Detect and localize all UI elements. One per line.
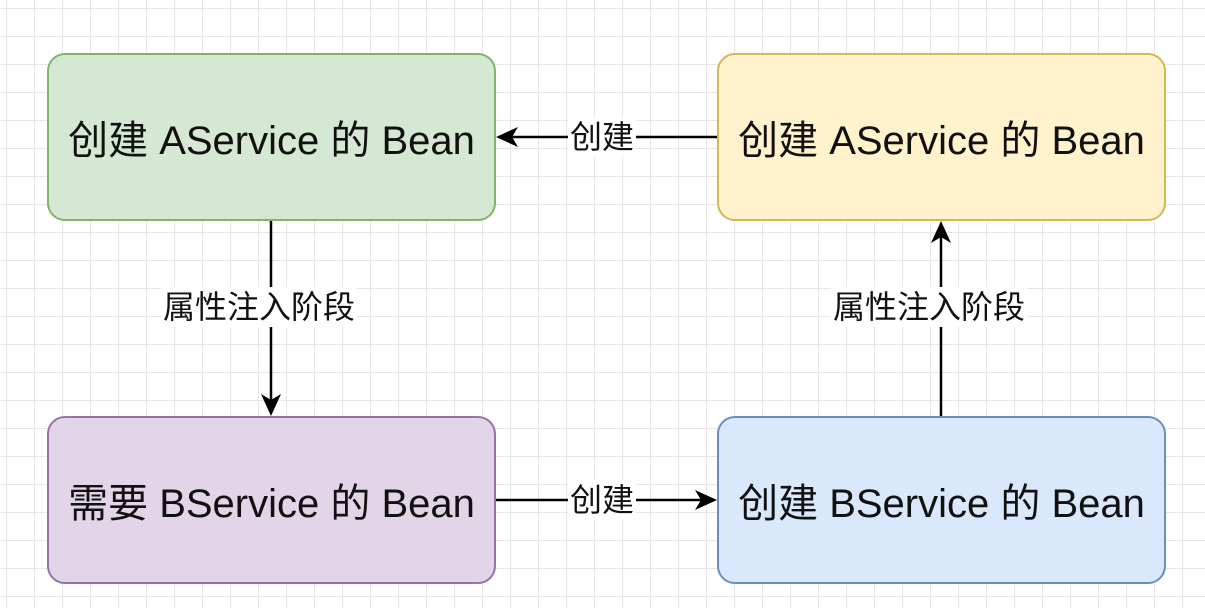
edge-label-top: 创建 (568, 117, 637, 157)
node-label: 创建 BService 的 Bean (738, 482, 1145, 526)
node-label: 创建 AService 的 Bean (738, 119, 1145, 163)
edge-label-right: 属性注入阶段 (831, 287, 1028, 327)
node-create-bservice[interactable]: 创建 BService 的 Bean (717, 416, 1166, 584)
edge-label-left: 属性注入阶段 (161, 287, 358, 327)
node-label: 需要 BService 的 Bean (68, 482, 475, 526)
node-label: 创建 AService 的 Bean (68, 119, 475, 163)
node-create-aservice-green[interactable]: 创建 AService 的 Bean (47, 53, 496, 221)
node-create-aservice-yellow[interactable]: 创建 AService 的 Bean (717, 53, 1166, 221)
node-need-bservice[interactable]: 需要 BService 的 Bean (47, 416, 496, 584)
edge-label-bottom: 创建 (568, 480, 637, 520)
